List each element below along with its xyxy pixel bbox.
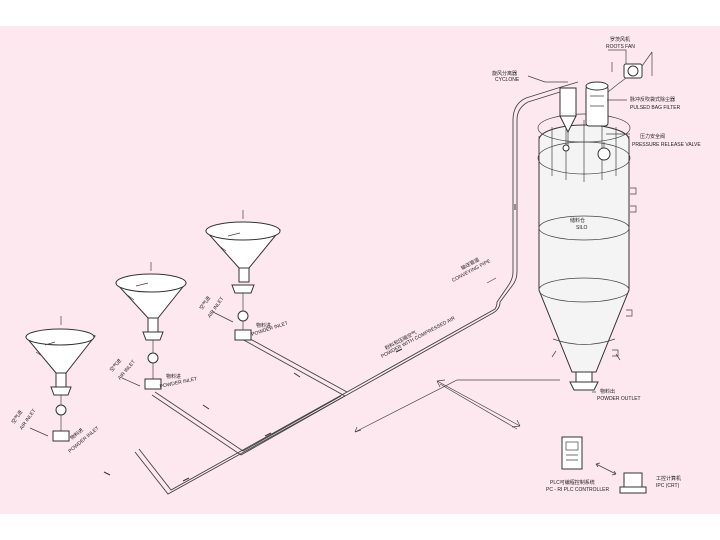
cyclone [559,87,577,146]
plc-label-en: PC - RI PLC CONTROLLER [546,487,609,493]
leader-lines [486,49,630,393]
pressure-valve-label-en: PRESSURE RELEASE VALVE [632,142,701,148]
silo [537,113,637,391]
ipc-computer[interactable] [619,472,647,494]
pulsed-bag-filter-label-en: PULSED BAG FILTER [630,105,681,111]
flow-arrows [354,379,560,433]
pulsed-bag-filter [585,71,635,127]
silo-label-en: SILO [576,225,588,231]
roots-fan [611,51,653,79]
plc-controller[interactable] [561,436,583,470]
roots-fan-label-cn: 罗茨风机 [610,36,630,43]
feed-hopper-1 [25,316,96,442]
roots-fan-label-en: ROOTS FAN [606,44,635,50]
powder-inlet-3-cn: 物料进 [256,322,271,329]
powder-inlet-2-cn: 物料进 [166,373,181,380]
cyclone-label-cn: 旋风分离器 [492,70,517,77]
ipc-label-en: IPC (CRT) [656,483,680,489]
powder-outlet-label-en: POWDER OUTLET [597,396,641,402]
pressure-valve-label-cn: 压力安全阀 [640,133,665,140]
pulsed-bag-filter-label-cn: 脉冲反吹袋式除尘器 [630,96,675,103]
bottom-white-band [0,514,720,540]
plc-label-cn: PLC可编程控制系统 [550,479,595,486]
silo-label-cn: 储料仓 [570,217,585,224]
feed-hopper-3 [205,210,281,341]
top-white-band [0,0,720,26]
cyclone-label-en: CYCLONE [495,77,520,83]
pressure-release-valve [562,142,611,161]
feed-hopper-2 [115,262,187,390]
ipc-label-cn: 工控计算机 [656,475,681,482]
conveying-pipe [103,81,579,495]
plc-ipc-link [595,462,617,476]
powder-outlet-label-cn: 物料出 [600,388,615,395]
